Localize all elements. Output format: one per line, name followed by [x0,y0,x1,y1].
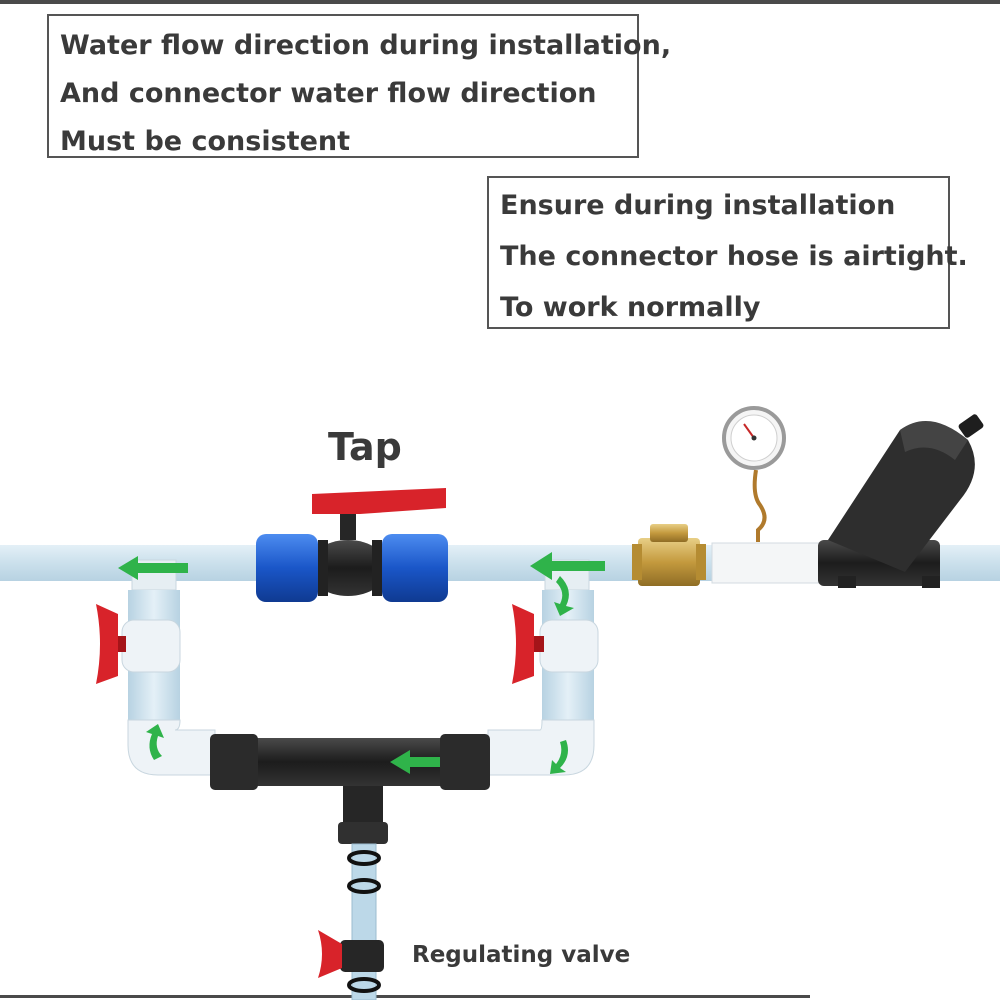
flow-arrow-icon [118,556,188,580]
left-branch-pipe [121,559,216,776]
right-branch-valve-handle [512,604,544,684]
flow-arrows [118,552,605,774]
check-valve [632,524,706,586]
note-line: Water flow direction during installation… [60,30,672,61]
installation-direction-note: Water flow direction during installation… [47,14,672,158]
tap-label: Tap [328,425,402,469]
note-line: Must be consistent [60,126,351,157]
regulating-valve-label: Regulating valve [412,942,631,968]
note-line: Ensure during installation [500,190,896,221]
airtight-note: Ensure during installation The connector… [487,176,968,329]
note-line: The connector hose is airtight. [500,241,968,272]
note-line: To work normally [500,292,761,323]
tap-ball-valve [256,488,448,602]
flow-arrow-icon [530,552,605,580]
bottom-border [0,995,810,998]
suction-hose [347,843,381,1000]
filter-icon [818,414,984,588]
regulating-valve [318,930,384,978]
note-line: And connector water flow direction [60,78,597,109]
flow-arrow-icon [146,724,164,760]
pressure-gauge-icon [722,406,786,542]
union-fitting [711,542,823,584]
flow-arrow-icon [390,750,440,774]
right-branch-pipe [487,559,599,776]
flow-arrow-icon [550,740,568,774]
top-border [0,0,1000,4]
flow-arrow-icon [554,576,574,616]
left-branch-valve-handle [96,604,126,684]
venturi-injector [210,734,490,844]
